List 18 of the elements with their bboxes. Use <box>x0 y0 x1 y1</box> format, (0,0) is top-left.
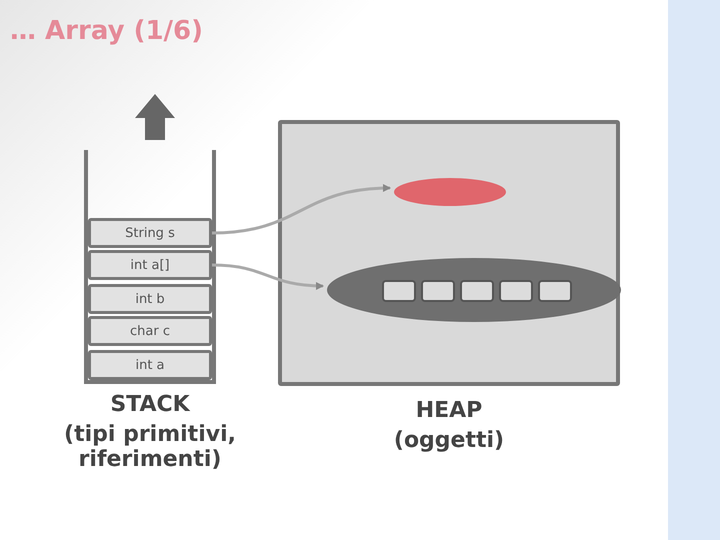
area-heading: STACK <box>109 392 192 417</box>
area-heading: HEAP <box>414 398 484 423</box>
array-slot <box>499 280 533 302</box>
array-object-ellipse <box>327 258 621 322</box>
string-object-ellipse <box>394 178 506 206</box>
area-note: (tipi primitivi, riferimenti) <box>63 422 237 472</box>
stack-cell: String s <box>88 218 212 248</box>
reference-arrow <box>212 264 324 290</box>
array-slot <box>382 280 416 302</box>
array-slot <box>538 280 572 302</box>
slide-title: … Array (1/6) <box>10 16 204 46</box>
array-slot <box>421 280 455 302</box>
reference-arrow <box>212 184 391 234</box>
stack-cell: int b <box>88 284 212 314</box>
stack-cell: int a[] <box>88 250 212 280</box>
stack-cell: char c <box>88 316 212 346</box>
array-slot <box>460 280 494 302</box>
stack-cell: int a <box>88 350 212 380</box>
